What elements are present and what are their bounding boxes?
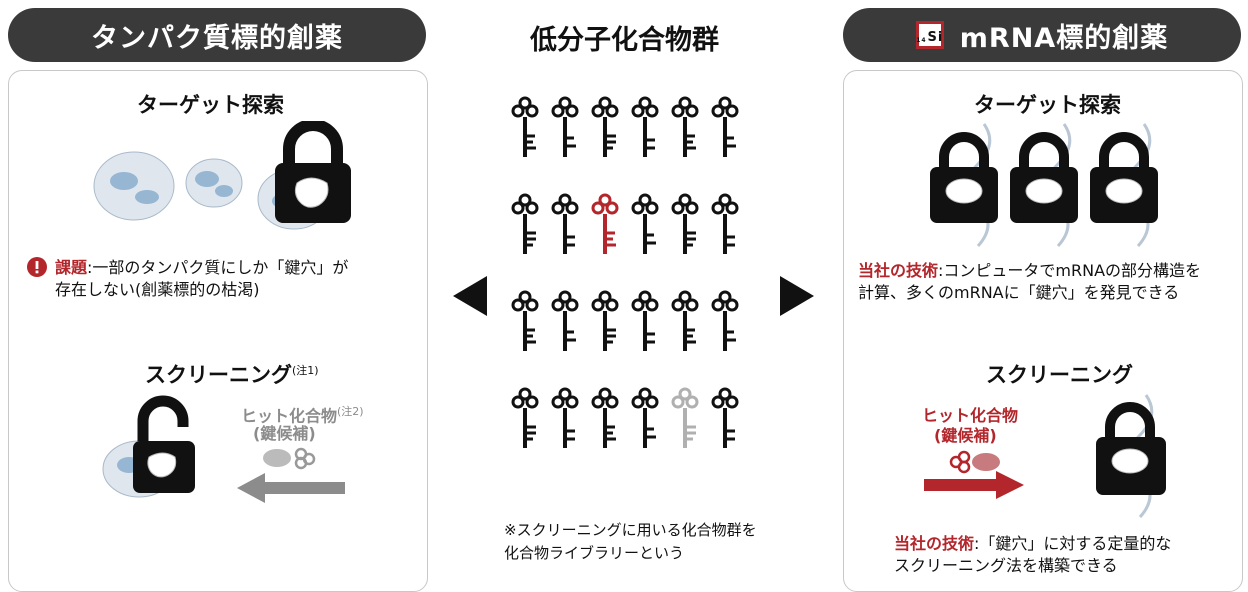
key-icon	[631, 290, 659, 351]
left-hit-label: ヒット化合物(注2)	[241, 401, 364, 426]
right-arrow-red	[924, 471, 1024, 499]
left-screening-title: スクリーニング(注1)	[145, 359, 319, 389]
left-hit-line2: (鍵候補)	[253, 424, 316, 443]
key-icon	[591, 290, 619, 351]
padlock-open-icon	[102, 395, 195, 498]
key-icon	[591, 193, 619, 254]
footnote-line1: ※スクリーニングに用いる化合物群を	[504, 521, 757, 539]
key-icon	[591, 387, 619, 448]
note1: (注1)	[292, 364, 319, 377]
key-icon	[511, 387, 539, 448]
right-panel: ターゲット探索 当社の技術:コンピュータでmRNAの部分構造を 計算、多くのmR…	[843, 70, 1243, 592]
key-icon	[511, 290, 539, 351]
arrow-left-icon	[453, 276, 487, 316]
key-icon	[711, 387, 739, 448]
note2: (注2)	[337, 405, 364, 418]
logo-subscript: 14	[916, 37, 927, 44]
mrna-padlock-screening-image	[1096, 394, 1166, 519]
issue-line2: 存在しない(創薬標的の枯渇)	[55, 280, 260, 299]
key-icon	[631, 387, 659, 448]
left-header-pill: タンパク質標的創薬	[8, 8, 426, 62]
key-icon	[631, 193, 659, 254]
tech1-line2: 計算、多くのmRNAに「鍵穴」を発見できる	[858, 283, 1180, 302]
key-icon	[671, 387, 699, 448]
tech-text-2: 当社の技術:「鍵穴」に対する定量的な	[894, 533, 1171, 554]
issue-line1: :一部のタンパク質にしか「鍵穴」が	[87, 258, 349, 277]
key-icon	[551, 387, 579, 448]
left-header-title: タンパク質標的創薬	[91, 22, 343, 54]
company-logo: 14 Si	[915, 21, 944, 49]
key-icon	[551, 96, 579, 157]
key-icon	[631, 96, 659, 157]
warning-icon	[27, 257, 47, 277]
tech1-line1: :コンピュータでmRNAの部分構造を	[938, 261, 1202, 280]
key-icon	[551, 193, 579, 254]
padlock-closed-icon	[275, 121, 351, 223]
key-icon	[671, 193, 699, 254]
center-title: 低分子化合物群	[530, 25, 719, 56]
arrow-right-icon	[780, 276, 814, 316]
left-arrow-gray	[237, 473, 345, 503]
hit-compound-red-key-icon	[949, 450, 1000, 474]
key-icon	[711, 96, 739, 157]
hit-compound-gray-key-icon	[263, 447, 316, 470]
right-hit-line2: (鍵候補)	[934, 426, 997, 445]
tech2-line2: スクリーニング法を構築できる	[894, 556, 1118, 575]
right-header-title: mRNA標的創薬	[959, 22, 1169, 54]
key-icon	[551, 290, 579, 351]
key-grid	[510, 96, 750, 476]
issue-label: 課題	[55, 258, 88, 277]
logo-text: Si	[927, 30, 944, 45]
right-target-title: ターゲット探索	[974, 93, 1121, 117]
key-icon	[671, 96, 699, 157]
left-screening-label: スクリーニング	[145, 363, 292, 387]
tech-text-1: 当社の技術:コンピュータでmRNAの部分構造を	[858, 260, 1201, 281]
mrna-padlocks-image	[930, 123, 1158, 248]
footnote-line2: 化合物ライブラリーという	[504, 544, 685, 562]
tech-label-1: 当社の技術	[858, 261, 939, 280]
right-hit-line1: ヒット化合物	[922, 406, 1019, 425]
key-icon	[591, 96, 619, 157]
key-icon	[711, 290, 739, 351]
left-panel: ターゲット探索 課題:一部のタンパク質にしか「鍵穴」が 存在しない(創薬標的の枯…	[8, 70, 428, 592]
tech-label-2: 当社の技術	[894, 534, 975, 553]
left-hit-line1: ヒット化合物	[241, 406, 338, 426]
key-icon	[511, 193, 539, 254]
key-icon	[671, 290, 699, 351]
key-icon	[711, 193, 739, 254]
issue-text: 課題:一部のタンパク質にしか「鍵穴」が	[55, 257, 348, 278]
tech2-line1: :「鍵穴」に対する定量的な	[974, 534, 1172, 553]
right-header-pill: 14 Si mRNA標的創薬	[843, 8, 1241, 62]
key-icon	[511, 96, 539, 157]
right-screening-title: スクリーニング	[986, 363, 1133, 387]
left-target-title: ターゲット探索	[137, 93, 284, 117]
